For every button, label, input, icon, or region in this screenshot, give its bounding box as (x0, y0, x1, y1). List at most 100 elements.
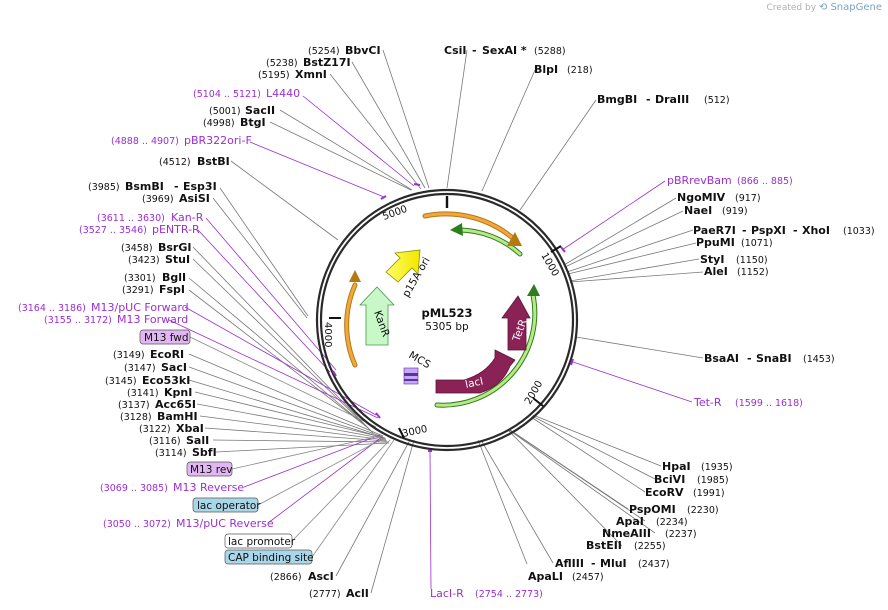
enzyme-position: (1152) (737, 267, 769, 278)
m13-fwd-label: M13 fwd (144, 332, 189, 344)
enzyme-paer7i: PaeR7I (693, 224, 736, 237)
enzyme-sacii: SacII (245, 104, 275, 117)
enzyme-position: (4998) (203, 118, 235, 129)
lac-promoter-label: lac promoter (228, 536, 296, 548)
enzyme-asci: AscI (308, 570, 334, 583)
enzyme-acli: AclI (346, 587, 369, 600)
kanr-arrow (359, 286, 395, 346)
enzyme-asisi: AsiSI (179, 192, 210, 205)
feature-position: (5104 .. 5121) (193, 89, 261, 100)
enzyme-ecori: EcoRI (150, 348, 184, 361)
tick-1000-mark (550, 245, 562, 253)
enzyme-bsaai: BsaAI (704, 352, 739, 365)
separator: - (793, 224, 798, 237)
leader-lines (188, 49, 704, 594)
enzyme-position: (3969) (142, 194, 174, 205)
tick-1000: 1000 (538, 251, 560, 279)
feature-l4440: L4440 (266, 87, 300, 100)
enzyme-xhoi: XhoI (802, 224, 830, 237)
separator: - (472, 44, 477, 57)
plasmid-size: 5305 bp (425, 321, 469, 333)
enzyme-blpi: BlpI (534, 63, 558, 76)
enzyme-styi: StyI (700, 253, 724, 266)
feature-position: (3050 .. 3072) (103, 519, 171, 530)
cap-binding-site-label: CAP binding site (228, 552, 314, 564)
enzyme-position: (5254) (308, 46, 340, 57)
enzyme-eco53ki: Eco53kI (142, 374, 190, 387)
enzyme-position: (2777) (309, 589, 341, 600)
enzyme-saci: SacI (161, 361, 187, 374)
plasmid-name: pML523 (421, 306, 472, 320)
feature-position: (3611 .. 3630) (97, 213, 165, 224)
snapgene-logo-icon: ⟲ (819, 2, 828, 13)
enzyme-sali: SalI (186, 434, 209, 447)
enzyme-bbvci: BbvCI (345, 44, 381, 57)
enzyme-position: (3122) (139, 424, 171, 435)
enzyme-stui: StuI (165, 253, 190, 266)
enzyme-position: (3291) (122, 285, 154, 296)
laci-arrow (435, 349, 516, 394)
enzyme-position: (3985) (88, 182, 120, 193)
arc-arrow-head (527, 284, 540, 296)
cap-binding-site-box (224, 549, 313, 565)
feature-position: (4888 .. 4907) (111, 136, 179, 147)
enzyme-position: (1453) (803, 354, 835, 365)
arc-arrow-head (450, 223, 463, 236)
feature-position: (3155 .. 3172) (44, 315, 112, 326)
enzyme-position: (3301) (124, 273, 156, 284)
enzyme-position: (2457) (572, 572, 604, 583)
enzyme-alei: AleI (704, 265, 728, 278)
separator: - (591, 557, 596, 570)
feature-position: (3069 .. 3085) (100, 483, 168, 494)
enzyme-position: (5195) (258, 70, 290, 81)
enzyme-xmni: XmnI (295, 68, 327, 81)
feature-pbr322ori-f: pBR322ori-F (184, 134, 252, 147)
enzyme-position: (1033) (843, 226, 875, 237)
enzyme-position: (218) (567, 65, 593, 76)
enzyme-position: (5288) (534, 46, 566, 57)
feature-pbrrevbam: pBRrevBam (667, 174, 732, 187)
m13-rev-box (186, 461, 233, 477)
enzyme-position: (3149) (113, 350, 145, 361)
enzyme-esp3i: Esp3I (183, 180, 217, 193)
credit-label: Created by (766, 2, 817, 13)
enzyme-position: (3114) (155, 448, 187, 459)
enzyme-position: (2437) (638, 559, 670, 570)
enzyme-nmeaiii: NmeAIII (602, 527, 651, 540)
enzyme-position: (2255) (634, 541, 666, 552)
enzyme-kpni: KpnI (164, 386, 192, 399)
enzyme-sbfi: SbfI (192, 446, 217, 459)
feature-leader-lines (168, 95, 693, 590)
arc-arrow-head (349, 270, 361, 282)
lac-operator-box (192, 497, 259, 513)
feature-m13-forward: M13 Forward (117, 313, 188, 326)
enzyme-bgli: BglI (162, 271, 186, 284)
feature-laci-r: LacI-R (430, 587, 464, 600)
separator: - (742, 224, 747, 237)
enzyme-position: (3128) (120, 412, 152, 423)
enzyme-position: (2866) (270, 572, 302, 583)
feature-m13-puc-reverse: M13/pUC Reverse (176, 517, 274, 530)
m13-rev-label: M13 rev (190, 464, 233, 476)
enzyme-position: (3147) (124, 363, 156, 374)
feature-pentr-r: pENTR-R (152, 223, 200, 236)
enzyme-position: (5001) (209, 106, 241, 117)
enzyme-naei: NaeI (684, 204, 712, 217)
enzyme-afliii: AflIII (555, 557, 584, 570)
enzyme-position: (917) (735, 193, 761, 204)
lac-promoter-box (224, 533, 293, 549)
enzyme-sexai: SexAI * (482, 44, 527, 57)
enzyme-hpai: HpaI (662, 460, 691, 473)
enzyme-position: (2230) (687, 505, 719, 516)
enzyme-bcivi: BciVI (654, 473, 685, 486)
enzyme-bsteii: BstEII (586, 539, 622, 552)
tick-4000: 4000 (322, 322, 333, 347)
enzyme-position: (2234) (656, 517, 688, 528)
enzyme-pspxi: PspXI (751, 224, 786, 237)
enzyme-position: (1935) (701, 462, 733, 473)
enzyme-btgi: BtgI (240, 116, 266, 129)
enzyme-position: (512) (704, 95, 730, 106)
enzyme-apali: ApaLI (528, 570, 563, 583)
enzyme-apai: ApaI (616, 515, 644, 528)
